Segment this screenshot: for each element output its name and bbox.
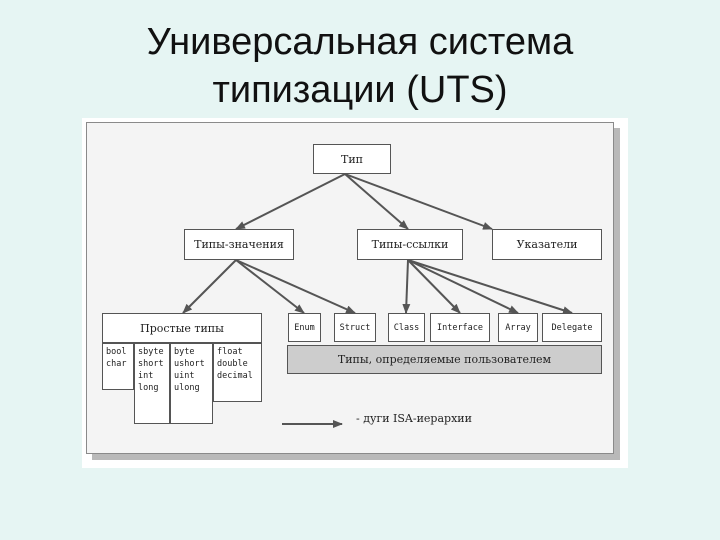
arrow-value-to-enum [235,259,305,314]
type-ulong: ulong [174,383,200,393]
user-defined-types-box: Типы, определяемые пользователем [287,345,602,374]
slide-title: Универсальная система типизации (UTS) [0,18,720,114]
arrow-root-to-value-types [235,173,346,230]
array-box: Array [498,313,538,342]
arrow-reference-to-array [407,259,519,314]
arrow-root-to-pointers [344,173,493,230]
pointers-box: Указатели [492,229,602,260]
simple-types-column-3: byte ushort uint ulong [170,343,213,424]
simple-types-column-2: sbyte short int long [134,343,170,424]
arrow-reference-to-class [402,259,411,314]
type-float: float [217,347,243,357]
type-double: double [217,359,248,369]
arrow-root-to-reference-types [344,173,409,230]
value-types-box: Типы-значения [184,229,294,260]
type-short: short [138,359,164,369]
title-line-2: типизации (UTS) [212,69,508,111]
arrow-value-to-simple-types [182,259,237,314]
type-byte: byte [174,347,195,357]
delegate-box: Delegate [542,313,602,342]
type-long: long [138,383,159,393]
type-int: int [138,371,154,381]
class-box: Class [388,313,425,342]
type-decimal: decimal [217,371,253,381]
simple-types-column-1: bool char [102,343,134,390]
root-type-box: Тип [313,144,391,174]
legend-label: - дуги ISA-иерархии [356,412,472,425]
type-sbyte: sbyte [138,347,164,357]
interface-box: Interface [430,313,490,342]
simple-types-box: Простые типы [102,313,262,343]
arrow-value-to-struct [235,259,356,314]
struct-box: Struct [334,313,376,342]
type-bool: bool [106,347,127,357]
type-ushort: ushort [174,359,205,369]
title-line-1: Универсальная система [146,21,574,63]
arrow-reference-to-delegate [407,259,573,315]
type-uint: uint [174,371,195,381]
arrow-reference-to-interface [407,259,461,314]
type-char: char [106,359,127,369]
enum-box: Enum [288,313,321,342]
simple-types-column-4: float double decimal [213,343,262,402]
reference-types-box: Типы-ссылки [357,229,463,260]
